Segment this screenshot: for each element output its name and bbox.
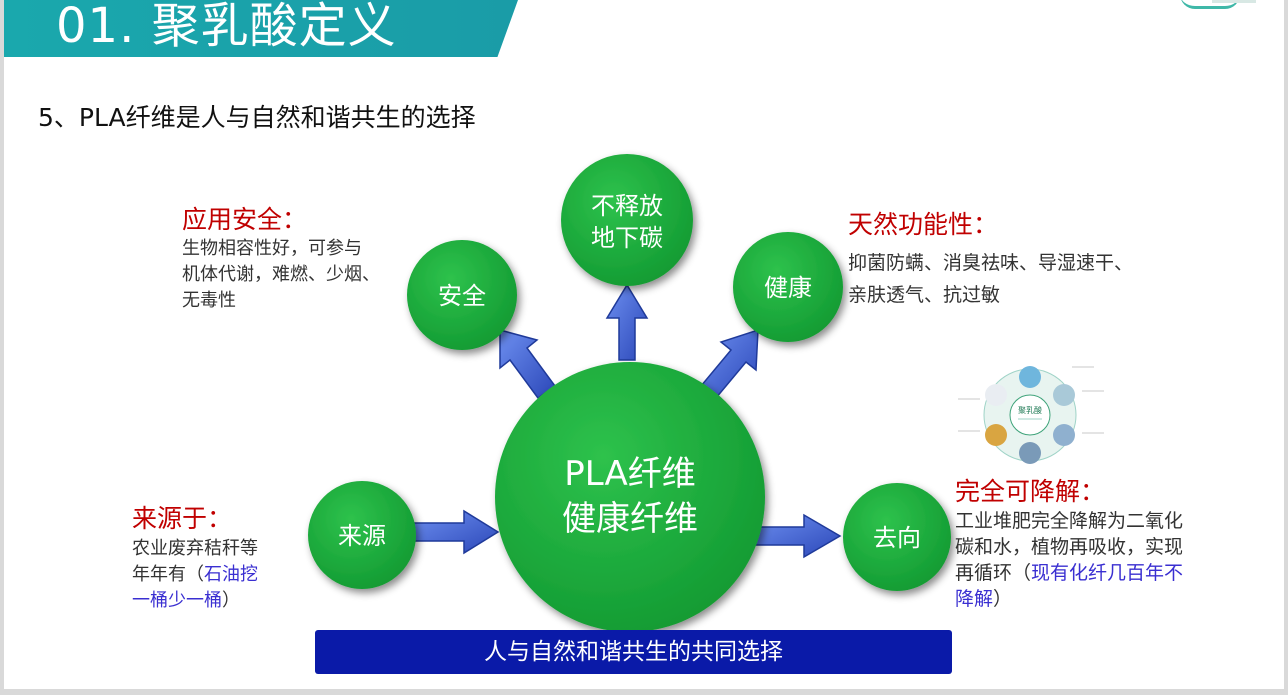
node-source: 来源 [308, 481, 416, 589]
annotation-safety-body: 生物相容性好，可参与 机体代谢，难燃、少烟、 无毒性 [182, 236, 380, 314]
annotation-health-title: 天然功能性： [848, 210, 999, 239]
title-bar: 01. 聚乳酸定义 [4, 0, 518, 57]
annotation-safety-line: 生物相容性好，可参与 [182, 238, 362, 259]
node-carbon-line1: 不释放 [591, 192, 663, 220]
thumbnail-center-label: 聚乳酸 [1018, 405, 1042, 415]
brand-logo-text-icon [1212, 0, 1256, 3]
annotation-source-line2: 年年有（石油挖 [132, 564, 258, 585]
slide-subtitle: 5、PLA纤维是人与自然和谐共生的选择 [38, 103, 476, 132]
arrow-to-destination [751, 513, 842, 559]
annotation-destination-line1: 工业堆肥完全降解为二氧化 [955, 510, 1184, 532]
node-source-label: 来源 [338, 522, 386, 550]
node-carbon: 不释放 地下碳 [561, 154, 693, 286]
arrow-to-safety [499, 329, 557, 400]
annotation-destination-line4: 降解） [955, 588, 1013, 610]
node-safety: 安全 [407, 240, 517, 350]
annotation-health-line: 亲肤透气、抗过敏 [848, 284, 1001, 306]
arrow-from-source [411, 509, 500, 555]
node-destination: 去向 [843, 483, 951, 591]
arrow-up-carbon [605, 283, 649, 361]
center-line1: PLA纤维 [564, 454, 695, 494]
annotation-source-line3: 一桶少一桶） [132, 590, 240, 611]
page-title: 01. 聚乳酸定义 [56, 0, 397, 54]
annotation-safety-line: 机体代谢，难燃、少烟、 [182, 264, 380, 285]
annotation-source-title: 来源于： [132, 504, 233, 533]
node-health-label: 健康 [764, 274, 812, 302]
annotation-destination-line2: 碳和水，植物再吸收，实现 [955, 536, 1184, 558]
annotation-safety-title: 应用安全： [182, 205, 308, 234]
annotation-health-line: 抑菌防螨、消臭祛味、导湿速干、 [848, 252, 1134, 274]
node-health: 健康 [733, 232, 843, 342]
annotation-source-line1: 农业废弃秸秆等 [132, 538, 258, 559]
annotation-health-body: 抑菌防螨、消臭祛味、导湿速干、 亲肤透气、抗过敏 [848, 247, 1133, 311]
annotation-destination-body: 工业堆肥完全降解为二氧化 碳和水，植物再吸收，实现 再循环（现有化纤几百年不 降… [955, 508, 1183, 612]
annotation-source-body: 农业废弃秸秆等 年年有（石油挖 一桶少一桶） [132, 536, 258, 614]
bottom-banner: 人与自然和谐共生的共同选择 [315, 630, 952, 674]
node-destination-label: 去向 [873, 524, 921, 552]
arrow-to-health [699, 328, 759, 400]
node-safety-label: 安全 [438, 282, 486, 310]
annotation-safety-line: 无毒性 [182, 290, 236, 311]
annotation-destination-line3: 再循环（现有化纤几百年不 [955, 562, 1184, 584]
annotation-destination-title: 完全可降解： [955, 477, 1106, 506]
node-carbon-line2: 地下碳 [591, 224, 663, 252]
center-node-pla-fiber: PLA纤维 健康纤维 [495, 362, 765, 632]
brand-logo-icon [1180, 0, 1240, 9]
pla-cycle-thumbnail-image: 聚乳酸 [958, 366, 1104, 464]
center-line2: 健康纤维 [562, 499, 698, 539]
